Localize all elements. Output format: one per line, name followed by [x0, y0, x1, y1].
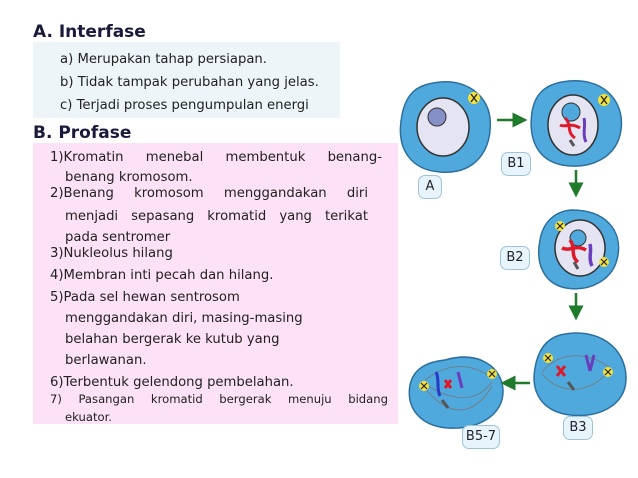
centrosome-icon [419, 381, 429, 391]
profase-item-4: 4)Membran inti pecah dan hilang. [50, 268, 274, 283]
centrosome-icon [543, 353, 553, 363]
profase-item-3: 3)Nukleolus hilang [50, 246, 173, 261]
label-b3: B3 [563, 416, 593, 440]
profase-item-7-line2: ekuator. [65, 410, 112, 424]
profase-item-2-line3: pada sentromer [65, 230, 171, 245]
centrosome-icon [468, 92, 480, 104]
section-b-title: B. Profase [33, 123, 132, 143]
profase-item-5-line3: belahan bergerak ke kutub yang [65, 332, 280, 347]
cell-b2 [538, 209, 620, 290]
cell-b3 [533, 332, 627, 417]
profase-item-1-line2: benang kromosom. [65, 170, 193, 185]
profase-box [33, 143, 398, 424]
centrosome-icon [487, 369, 497, 379]
cell-b5-7 [408, 356, 504, 429]
label-b1: B1 [501, 152, 531, 176]
interfase-item-a: a) Merupakan tahap persiapan. [60, 52, 267, 67]
interfase-box [33, 42, 340, 118]
centrosome-icon [603, 367, 613, 377]
profase-item-5-line4: berlawanan. [65, 353, 147, 368]
interfase-item-b: b) Tidak tampak perubahan yang jelas. [60, 75, 319, 90]
cell-b1 [530, 80, 623, 167]
section-a-title: A. Interfase [33, 22, 146, 42]
centrosome-icon [599, 257, 609, 267]
centrosome-icon [555, 221, 565, 231]
profase-item-5: 5)Pada sel hewan sentrosom [50, 290, 240, 305]
profase-item-5-line2: menggandakan diri, masing-masing [65, 311, 303, 326]
interfase-item-c: c) Terjadi proses pengumpulan energi [60, 98, 309, 113]
centrosome-icon [598, 94, 610, 106]
label-a: A [418, 175, 442, 199]
cell-a [399, 80, 492, 173]
profase-item-6: 6)Terbentuk gelendong pembelahan. [50, 375, 294, 390]
label-b2: B2 [500, 246, 530, 270]
label-b5-7: B5-7 [462, 425, 500, 449]
